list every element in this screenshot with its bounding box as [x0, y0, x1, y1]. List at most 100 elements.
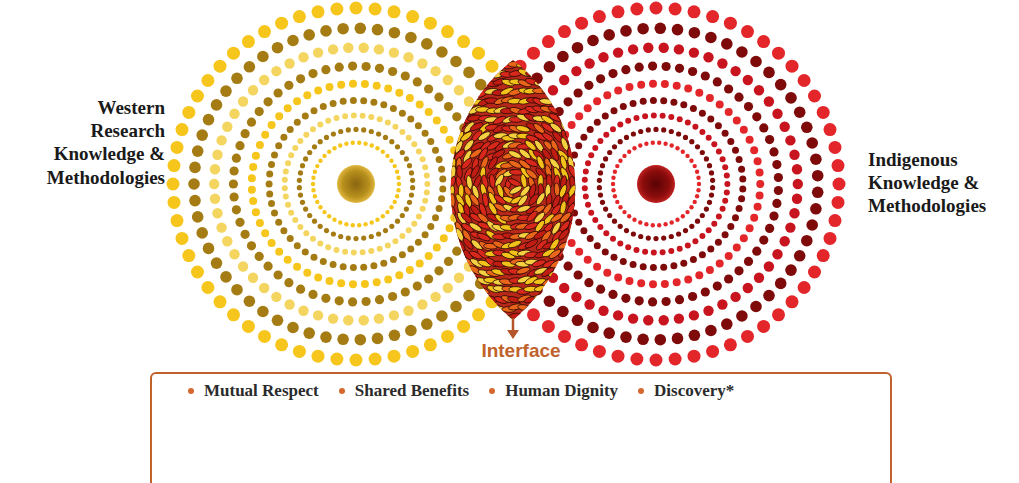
dot — [587, 35, 599, 47]
dot — [196, 227, 208, 239]
dot — [400, 150, 405, 155]
dot — [311, 182, 315, 186]
dot — [603, 327, 615, 339]
dot — [829, 141, 842, 154]
dot — [644, 222, 648, 226]
dot — [763, 67, 775, 79]
dot — [287, 126, 294, 133]
dot — [677, 246, 683, 252]
weave-strand — [436, 238, 450, 252]
dot — [343, 43, 353, 53]
weave-strand — [558, 95, 573, 106]
dot — [410, 178, 415, 183]
dot — [732, 214, 739, 221]
dot — [313, 194, 317, 198]
dot — [360, 97, 367, 104]
dot — [675, 64, 684, 73]
dot — [320, 258, 327, 265]
dot — [222, 122, 232, 132]
dot — [730, 66, 740, 76]
dot — [439, 176, 446, 183]
dot — [214, 295, 227, 308]
weave-strand — [438, 311, 452, 325]
dot — [733, 244, 741, 252]
dot — [337, 279, 345, 287]
dot — [410, 185, 415, 190]
dot — [711, 141, 717, 147]
dot — [318, 224, 323, 229]
weave-strand — [523, 302, 538, 313]
dot — [725, 108, 733, 116]
dot — [669, 234, 674, 239]
dot — [637, 23, 649, 35]
dot — [611, 176, 615, 180]
dot — [612, 144, 617, 149]
dot — [736, 205, 743, 212]
weave-strand — [557, 254, 570, 268]
weave-strand — [429, 256, 441, 271]
weave-strand — [437, 293, 450, 307]
dot — [575, 338, 588, 351]
dot — [750, 301, 762, 313]
dot — [663, 222, 667, 226]
dot — [362, 297, 371, 306]
dot — [692, 124, 698, 130]
dot — [372, 24, 384, 36]
dot — [350, 2, 363, 15]
dot — [292, 145, 298, 151]
dot — [763, 290, 775, 302]
dot — [660, 97, 667, 104]
dot — [311, 254, 318, 261]
dot — [211, 257, 223, 269]
weave-strand — [580, 275, 595, 287]
weave-strand — [429, 111, 441, 126]
dot — [424, 338, 437, 351]
weave-strand — [540, 284, 555, 296]
dot — [266, 181, 273, 188]
dot — [349, 80, 357, 88]
dot — [406, 227, 412, 233]
weave-strand — [584, 165, 594, 180]
dot — [614, 274, 622, 282]
dot — [574, 270, 583, 279]
weave-strand — [517, 304, 532, 312]
dot — [313, 47, 323, 57]
dot — [832, 159, 845, 172]
weave-strand — [430, 202, 442, 217]
weave-strand — [556, 79, 571, 87]
dot — [657, 141, 661, 145]
weave-strand — [438, 247, 453, 260]
dot — [220, 271, 232, 283]
weave-strand — [429, 85, 444, 98]
weave-strand — [436, 77, 451, 89]
dot — [294, 242, 301, 249]
dot — [706, 266, 714, 274]
weave-strand — [461, 95, 476, 107]
dot — [434, 93, 443, 102]
dot — [351, 112, 357, 118]
weave-strand — [581, 265, 594, 280]
weave-strand — [443, 86, 458, 98]
weave-strand — [550, 85, 564, 98]
dot — [648, 297, 657, 306]
dot — [754, 157, 762, 165]
dot — [388, 67, 397, 76]
dot — [634, 247, 640, 253]
dot — [689, 47, 699, 57]
dot — [303, 29, 315, 41]
dot — [182, 249, 195, 262]
weave-strand — [427, 274, 442, 285]
dot — [715, 122, 722, 129]
dot — [303, 156, 308, 161]
weave-strand — [532, 305, 546, 312]
dot — [613, 194, 617, 198]
weave-strand — [486, 61, 500, 68]
dot — [330, 261, 337, 268]
weave-strand — [580, 67, 595, 79]
weave-strand — [540, 67, 555, 79]
dot — [716, 259, 724, 267]
dot — [794, 250, 806, 262]
weave-strand — [572, 76, 587, 88]
dot — [383, 228, 388, 233]
dot — [424, 17, 437, 30]
